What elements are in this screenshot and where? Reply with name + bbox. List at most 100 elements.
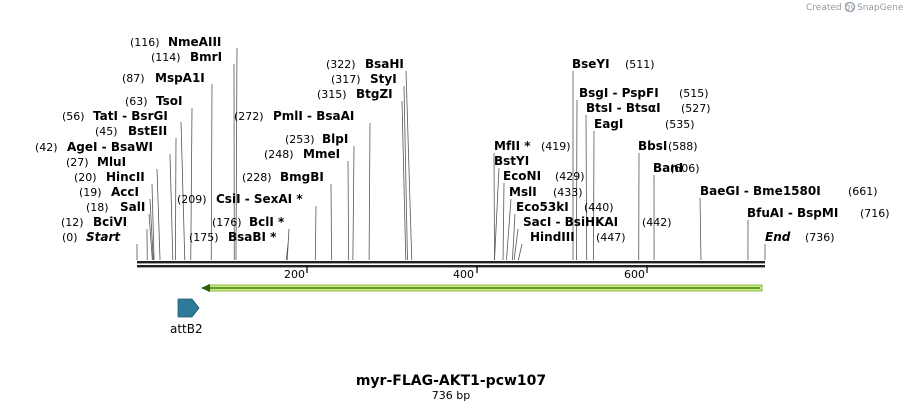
- site-position: (114): [151, 51, 181, 64]
- leader-line: [502, 182, 505, 261]
- site-position: (42): [35, 141, 58, 154]
- leader-line: [151, 183, 155, 261]
- site-position: (433): [553, 186, 583, 199]
- leader-line: [506, 198, 512, 261]
- site-position: (176): [212, 216, 242, 229]
- leader-lines: [136, 47, 766, 261]
- credit-text: Created by: [806, 3, 856, 13]
- enzyme-site-label[interactable]: Eco53kI: [516, 200, 569, 214]
- leader-line: [493, 152, 495, 261]
- enzyme-site-label[interactable]: BmrI: [190, 50, 222, 64]
- credit-brand: SnapGene: [857, 3, 903, 13]
- site-labels: (116)NmeAIII(114)BmrI(87)MspA1I(63)TsoI(…: [35, 35, 890, 244]
- enzyme-site-label[interactable]: TsoI: [156, 94, 182, 108]
- site-position: (535): [665, 118, 695, 131]
- enzyme-site-label[interactable]: BstEII: [128, 124, 167, 138]
- enzyme-site-label[interactable]: SalI: [120, 200, 145, 214]
- leader-line: [405, 70, 413, 261]
- enzyme-site-label[interactable]: BsgI - PspFI: [579, 86, 659, 100]
- leader-line: [314, 205, 317, 261]
- site-position: (442): [642, 216, 672, 229]
- enzyme-site-label[interactable]: SacI - BsiHKAI: [523, 215, 618, 229]
- enzyme-site-label[interactable]: BsaBI *: [228, 230, 277, 244]
- attb2-label: attB2: [170, 322, 203, 336]
- enzyme-site-label[interactable]: End: [765, 230, 791, 244]
- leader-line: [156, 168, 161, 261]
- site-position: (0): [62, 231, 78, 244]
- leader-line: [518, 243, 523, 261]
- enzyme-site-label[interactable]: TatI - BsrGI: [93, 109, 168, 123]
- site-position: (248): [264, 148, 294, 161]
- leader-line: [169, 153, 174, 261]
- site-position: (736): [805, 231, 835, 244]
- sequence-backbone-bottom: [137, 265, 765, 268]
- orf-arrow[interactable]: [201, 284, 763, 292]
- site-position: (527): [681, 102, 711, 115]
- leader-line: [174, 137, 177, 261]
- enzyme-site-label[interactable]: PmlI - BsaAI: [273, 109, 354, 123]
- site-position: (511): [625, 58, 655, 71]
- enzyme-site-label[interactable]: BbsI: [638, 139, 667, 153]
- site-position: (253): [285, 133, 315, 146]
- enzyme-site-label[interactable]: BtgZI: [356, 87, 393, 101]
- site-position: (661): [848, 185, 878, 198]
- site-position: (315): [317, 88, 347, 101]
- enzyme-site-label[interactable]: MluI: [97, 155, 126, 169]
- site-position: (116): [130, 36, 160, 49]
- enzyme-site-label[interactable]: BaeGI - Bme1580I: [700, 184, 821, 198]
- enzyme-site-label[interactable]: MfII *: [494, 139, 531, 153]
- leader-line: [285, 243, 289, 261]
- site-position: (19): [79, 186, 102, 199]
- enzyme-site-label[interactable]: BanI: [653, 161, 683, 175]
- site-position: (322): [326, 58, 356, 71]
- leader-line: [699, 197, 702, 261]
- enzyme-site-label[interactable]: NmeAIII: [168, 35, 221, 49]
- enzyme-site-label[interactable]: BsaHI: [365, 57, 404, 71]
- site-position: (440): [584, 201, 614, 214]
- enzyme-site-label[interactable]: MmeI: [303, 147, 340, 161]
- site-position: (588): [668, 140, 698, 153]
- enzyme-site-label[interactable]: BtsI - BtsαI: [586, 101, 661, 115]
- enzyme-site-label[interactable]: AccI: [111, 185, 139, 199]
- leader-line: [593, 130, 595, 261]
- leader-line: [235, 47, 238, 261]
- plasmid-size: 736 bp: [432, 389, 470, 402]
- site-position: (87): [122, 72, 145, 85]
- enzyme-site-label[interactable]: BseYI: [572, 57, 610, 71]
- enzyme-site-label[interactable]: BclI *: [249, 215, 285, 229]
- enzyme-site-label[interactable]: MspA1I: [155, 71, 205, 85]
- leader-line: [576, 99, 578, 261]
- site-position: (27): [66, 156, 89, 169]
- leader-line: [352, 145, 355, 261]
- leader-line: [512, 213, 516, 261]
- enzyme-site-label[interactable]: HincII: [106, 170, 145, 184]
- site-position: (272): [234, 110, 264, 123]
- site-position: (12): [61, 216, 84, 229]
- enzyme-site-label[interactable]: AgeI - BsaWI: [67, 140, 153, 154]
- site-position: (515): [679, 87, 709, 100]
- enzyme-site-label[interactable]: EcoNI: [503, 169, 541, 183]
- enzyme-site-label[interactable]: MslI: [509, 185, 537, 199]
- leader-line: [148, 213, 153, 261]
- enzyme-site-label[interactable]: EagI: [594, 117, 623, 131]
- leader-line: [513, 228, 519, 261]
- ruler-label-400: 400: [453, 268, 474, 281]
- leader-line: [190, 107, 193, 261]
- enzyme-site-label[interactable]: CsiI - SexAI *: [216, 192, 303, 206]
- enzyme-site-label[interactable]: HindIII: [530, 230, 575, 244]
- enzyme-site-label[interactable]: BmgBI: [280, 170, 324, 184]
- enzyme-site-label[interactable]: BlpI: [322, 132, 348, 146]
- leader-line: [585, 114, 588, 261]
- sequence-backbone-top: [137, 261, 765, 264]
- enzyme-site-label[interactable]: BstYI: [494, 154, 529, 168]
- leader-line: [403, 85, 408, 261]
- enzyme-site-label[interactable]: StyI: [370, 72, 397, 86]
- attb2-feature[interactable]: [177, 298, 200, 318]
- site-position: (716): [860, 207, 890, 220]
- enzyme-site-label[interactable]: BfuAI - BspMI: [747, 206, 838, 220]
- site-position: (45): [95, 125, 118, 138]
- enzyme-site-label[interactable]: BciVI: [93, 215, 127, 229]
- enzyme-site-label[interactable]: Start: [86, 230, 121, 244]
- leader-line: [210, 83, 213, 261]
